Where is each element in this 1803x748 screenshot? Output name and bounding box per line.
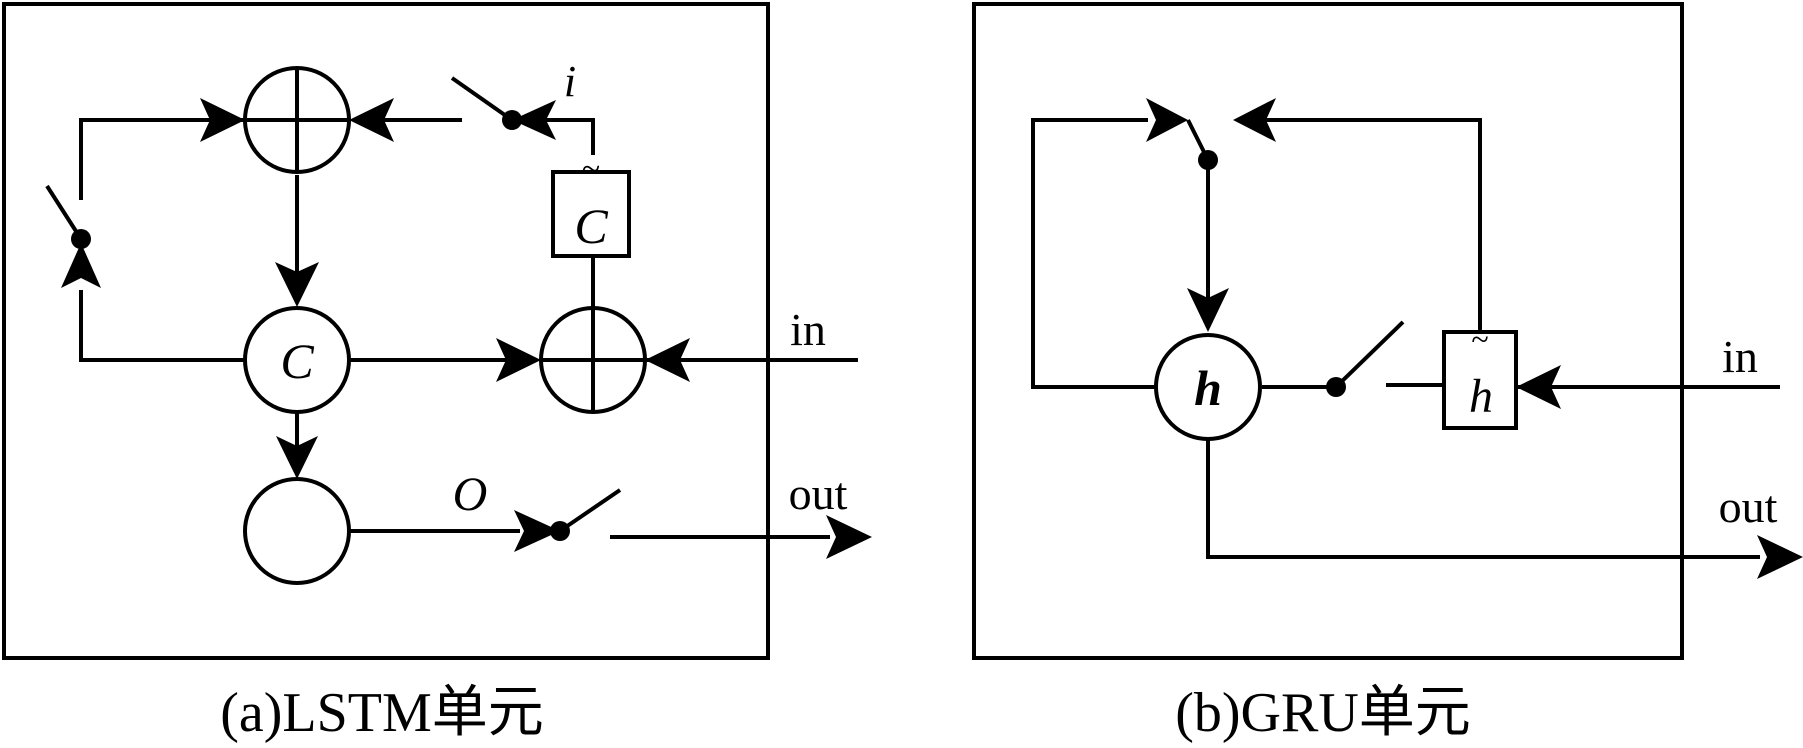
lstm-candidate-tilde: ~ — [582, 151, 600, 188]
lstm-output-gate-pivot — [550, 521, 570, 541]
gru-reset-gate-pivot — [1326, 377, 1346, 397]
lstm-arrow-out — [826, 515, 872, 559]
gru-reset-gate-switch — [1334, 320, 1405, 389]
gru-update-gate-pivot — [1198, 150, 1218, 170]
gru-output-label: out — [1719, 481, 1778, 532]
lstm-frame — [2, 2, 770, 660]
gru-arrow-out — [1757, 535, 1803, 579]
lstm-candidate-label: C — [574, 198, 608, 254]
lstm-cell-state-node — [243, 306, 351, 414]
gru-candidate-label: h — [1469, 370, 1493, 423]
gru-frame — [972, 2, 1684, 660]
lstm-output-gate-label: O — [453, 468, 488, 521]
lstm-arrow-input-gate — [512, 100, 556, 140]
lstm-output-gate-switch — [558, 488, 622, 533]
lstm-arrow-down-to-output — [276, 436, 318, 479]
gru-candidate-return-wire — [1262, 118, 1482, 332]
gru-panel: h ~ h in out (b)GRU单元 — [972, 2, 1803, 744]
gru-hidden-state-label: h — [1194, 360, 1222, 416]
gru-caption: (b)GRU单元 — [1175, 682, 1471, 744]
lstm-arrow-right-mid — [496, 338, 541, 382]
lstm-output-label: out — [789, 468, 848, 519]
lstm-candidate-up-wire — [545, 118, 595, 155]
lstm-candidate-box — [551, 170, 631, 258]
gru-input-label: in — [1722, 331, 1758, 382]
gru-candidate-tilde: ~ — [1471, 321, 1488, 357]
lstm-arrow-down-to-cell — [275, 262, 319, 307]
gru-feedback-wire — [1031, 118, 1157, 389]
lstm-cell-feedback-wire — [79, 290, 245, 362]
lstm-panel: C ~ C i O in out (a)LSTM单元 — [2, 2, 872, 744]
gru-arrow-right-top — [1146, 98, 1188, 142]
lstm-arrow-left-top — [349, 98, 394, 142]
gru-hidden-state-node — [1154, 333, 1262, 441]
gru-candidate-box — [1442, 330, 1518, 430]
lstm-output-node — [243, 477, 351, 585]
lstm-arrow-up-forget — [61, 243, 101, 288]
lstm-input-label: in — [790, 304, 826, 355]
gru-arrow-left-top — [1233, 98, 1276, 142]
lstm-arrow-output-gate — [514, 510, 560, 552]
lstm-arrow-right-top — [200, 98, 245, 142]
lstm-forget-gate-pivot — [71, 229, 91, 249]
lstm-forget-gate-switch — [45, 184, 83, 241]
gru-output-wire — [1206, 440, 1760, 559]
lstm-input-gate-switch — [450, 76, 514, 122]
lstm-caption: (a)LSTM单元 — [220, 682, 544, 744]
lstm-cell-state-label: C — [280, 333, 314, 389]
lstm-input-gate-pivot — [502, 110, 522, 130]
gru-arrow-left-input — [1516, 365, 1561, 409]
gru-arrow-down-to-h — [1187, 288, 1229, 332]
lstm-arrow-left-input — [645, 338, 690, 382]
lstm-forget-feedback-wire — [79, 118, 245, 200]
lstm-input-gate-label: i — [564, 57, 576, 106]
lstm-forget-sum-node — [243, 66, 351, 174]
lstm-input-sum-node — [539, 306, 647, 414]
